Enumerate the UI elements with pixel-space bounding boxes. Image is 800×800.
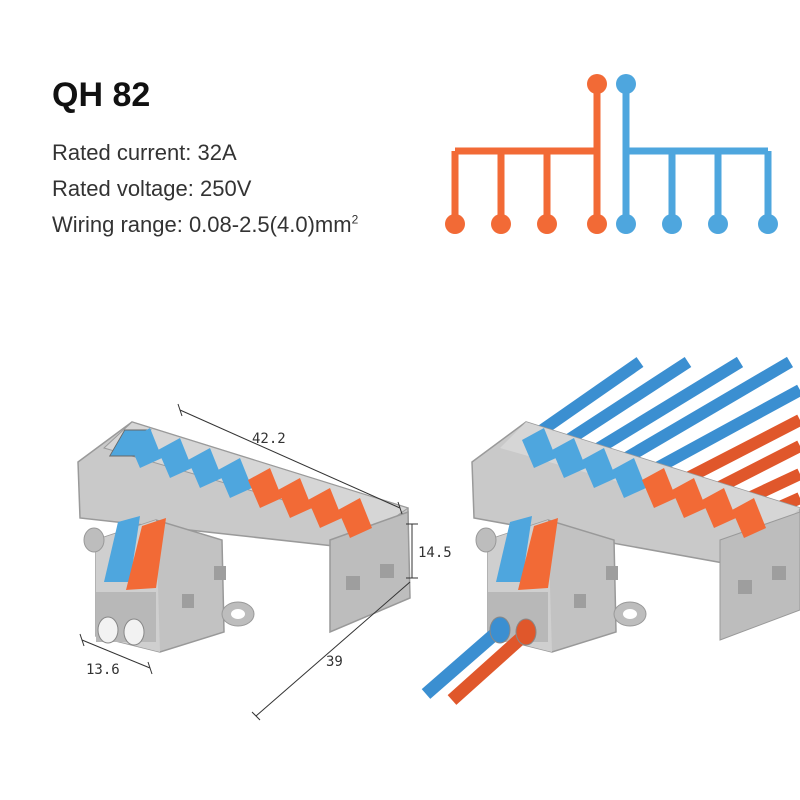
spec-wiring-range-text: Wiring range: 0.08-2.5(4.0)mm — [52, 212, 352, 237]
dim-depth-label: 39 — [326, 654, 343, 670]
spec-rated-current: Rated current: 32A — [52, 140, 237, 165]
dim-length-label: 42.2 — [252, 431, 286, 447]
dim-width-label: 13.6 — [86, 662, 120, 678]
spec-wiring-range-sup: 2 — [351, 212, 359, 227]
dim-height-label: 14.5 — [418, 545, 452, 561]
spec-rated-voltage: Rated voltage: 250V — [52, 176, 252, 201]
product-model-title: QH 82 — [52, 76, 151, 114]
spec-wiring-range: Wiring range: 0.08-2.5(4.0)mm2 — [52, 212, 358, 238]
